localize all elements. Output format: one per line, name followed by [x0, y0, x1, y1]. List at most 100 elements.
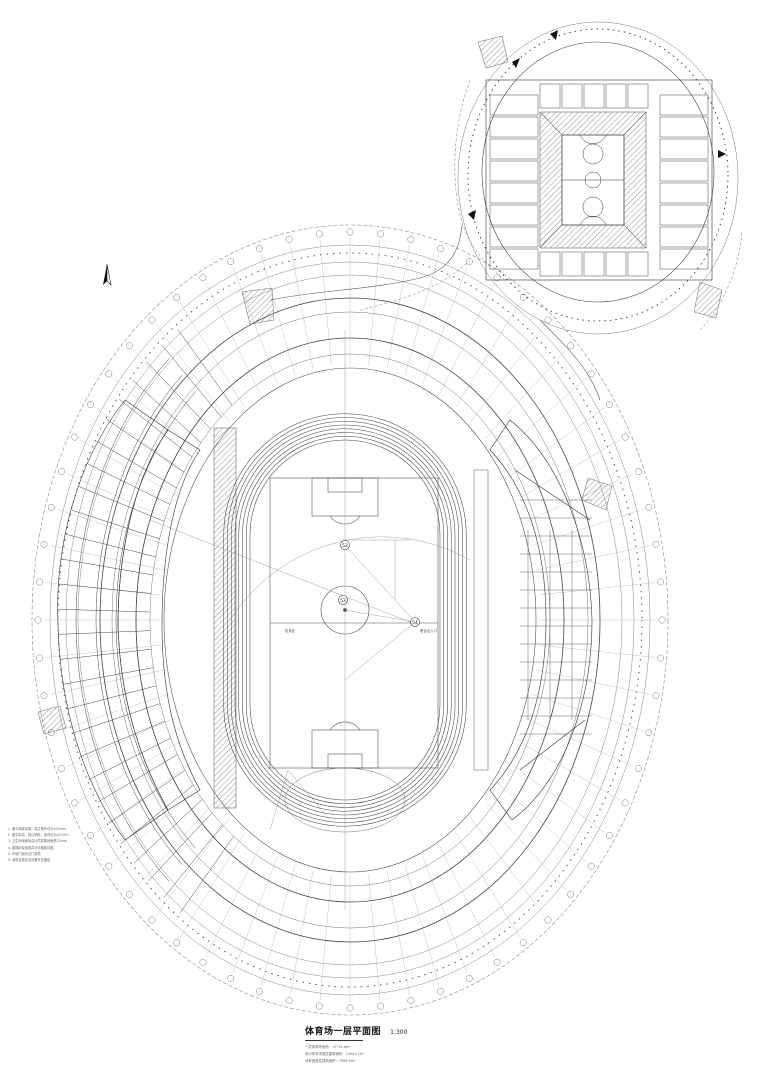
axis-bubble [519, 939, 527, 947]
axis-bubble [519, 293, 527, 301]
axis-bubble [493, 274, 501, 282]
radial-axis-line [57, 694, 169, 732]
room-partition [62, 667, 154, 685]
axis-bubble [621, 433, 629, 441]
note-line: 6. 消防设施详见设备专业图纸 [8, 858, 51, 863]
entrance-ramps [37, 35, 723, 735]
axis-bubble [173, 939, 181, 947]
radial-axis-line [525, 717, 633, 767]
radial-axis-line [67, 717, 175, 767]
gym-room [659, 160, 709, 182]
area-note-1: 一层体育场面积：17791.6m² [305, 1045, 351, 1049]
axis-bubble [87, 832, 95, 840]
axis-bubble [657, 578, 664, 586]
axis-bubble [465, 258, 473, 265]
radial-axis-line [260, 864, 296, 986]
radial-axis-line [539, 644, 655, 658]
axis-bubble [199, 274, 207, 282]
east-building-block [489, 419, 593, 821]
gym-room [489, 160, 539, 182]
gym-room [605, 251, 627, 277]
room-partition [78, 486, 165, 522]
room-partition [107, 419, 184, 473]
room-partition [79, 720, 166, 758]
room-partition [59, 583, 152, 594]
room-partition [97, 754, 178, 803]
radial-axis-line [232, 856, 278, 973]
radial-axis-line [539, 582, 655, 596]
axis-bubble [87, 400, 95, 408]
note-line: 2. 图中标高，除注明外，室内均为±0.000 [8, 833, 69, 838]
gymnasium-room-partitions [489, 83, 709, 277]
north-arrow-icon [103, 263, 112, 286]
note-line: 5. 外墙门窗详见门窗表 [8, 851, 41, 856]
gym-room [605, 83, 627, 109]
radial-axis-line [205, 283, 261, 395]
gym-room [561, 251, 583, 277]
gym-room [659, 226, 709, 248]
radial-axis-line [67, 473, 175, 523]
radial-axis-line [531, 508, 643, 546]
axis-bubble [58, 468, 66, 475]
axis-bubble [58, 765, 66, 772]
room-partition [119, 399, 193, 458]
radial-axis-line [484, 800, 567, 891]
room-partition [66, 534, 156, 558]
gym-room [659, 138, 709, 160]
drawing-title: 体育场一层平面图 [305, 1027, 382, 1037]
axis-bubble [377, 1002, 385, 1010]
gym-room [489, 248, 539, 270]
axis-bubble [34, 616, 42, 624]
radial-axis-line [439, 845, 495, 957]
gym-room [489, 204, 539, 226]
room-partition [132, 379, 202, 443]
radial-axis-line [455, 832, 521, 938]
room-partition [59, 648, 152, 660]
east-room-partitions [520, 499, 592, 735]
axis-bubble [652, 692, 660, 700]
axis-bubble [634, 468, 642, 475]
room-partition [58, 630, 151, 635]
radial-axis-line [205, 845, 261, 957]
axis-bubble [645, 729, 653, 737]
room-partition [71, 509, 160, 540]
axis-bubble [105, 370, 113, 378]
field-marker-54-label: 54 [412, 620, 418, 626]
axis-bubble [587, 862, 595, 870]
axis-bubble [199, 958, 207, 966]
gym-room [583, 83, 605, 109]
radial-axis-line [404, 254, 440, 376]
room-partition [86, 463, 171, 505]
gym-room [561, 83, 583, 109]
gym-room [489, 226, 539, 248]
room-partition [163, 824, 223, 898]
corridor-wall [95, 374, 183, 866]
gymnasium [454, 21, 743, 335]
axis-bubble [36, 578, 43, 586]
radial-axis-line [517, 740, 620, 801]
radial-axis-line [439, 283, 495, 395]
axis-bubble [657, 654, 664, 662]
room-partition [134, 799, 203, 863]
radial-axis-line [80, 439, 183, 500]
gym-room [659, 94, 709, 116]
axis-bubble [105, 862, 113, 870]
radial-axis-line [80, 740, 183, 801]
axis-bubble [40, 540, 48, 548]
axis-bubble [125, 890, 133, 898]
axis-bubble [437, 245, 445, 253]
axis-bubble [621, 799, 629, 807]
gym-room [659, 116, 709, 138]
radial-axis-line [49, 669, 164, 695]
radial-axis-line [232, 267, 278, 384]
west-room-partitions [58, 329, 234, 913]
radial-axis-line [536, 545, 651, 571]
axis-bubble [634, 765, 642, 772]
radial-axis-line [386, 245, 410, 369]
gym-room [539, 83, 561, 109]
radial-axis-line [290, 871, 314, 995]
room-partition [146, 361, 211, 430]
axis-bubble [587, 370, 595, 378]
room-partition [88, 737, 171, 781]
axis-bubble [255, 245, 263, 253]
